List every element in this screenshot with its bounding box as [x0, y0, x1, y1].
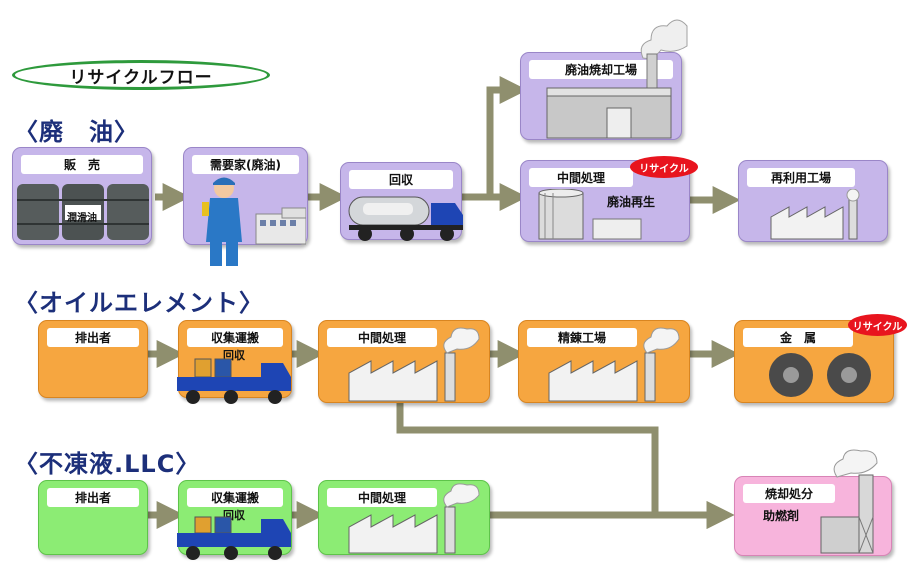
intermediate-treatment-label: 中間処理 — [529, 168, 633, 187]
tanker-truck-icon — [348, 196, 463, 241]
oe-transport-label: 収集運搬 — [187, 328, 283, 347]
sales-box: 販 売 潤滑油 — [12, 147, 152, 245]
recycle-badge: リサイクル — [630, 156, 698, 178]
incinerator-icon — [820, 449, 878, 554]
oe-cargo-truck-icon — [177, 358, 291, 404]
arrow-collection-incineration — [462, 76, 528, 201]
reuse-plant-box: 再利用工場 — [738, 160, 888, 242]
section-oil-element: 〈オイルエレメント〉 — [14, 289, 264, 317]
metal-label: 金 属 — [743, 328, 853, 347]
oe-discharger-box: 排出者 — [38, 320, 148, 398]
customer-label: 需要家(廃油) — [192, 155, 299, 174]
oe-discharger-label: 排出者 — [47, 328, 139, 347]
incineration-sub: 助燃剤 — [763, 509, 800, 523]
oil-drums-icon — [17, 184, 149, 240]
oe-transport-box: 収集運搬 回収 — [177, 320, 292, 404]
factory-icon — [770, 189, 860, 240]
refinery-label: 精錬工場 — [527, 328, 637, 347]
section-waste-oil: 〈廃 油〉 — [14, 118, 139, 146]
collection-label: 回収 — [349, 170, 453, 189]
worker-icon — [202, 177, 306, 266]
af-transport-box: 収集運搬 回収 — [177, 480, 292, 560]
regeneration-label: 廃油再生 — [607, 195, 656, 209]
incineration-box: 焼却処分 助燃剤 — [734, 449, 892, 556]
sales-label: 販 売 — [21, 155, 143, 174]
oe-intermediate-label: 中間処理 — [327, 328, 437, 347]
incineration-plant-label: 廃油焼却工場 — [529, 60, 673, 79]
af-intermediate-label: 中間処理 — [327, 488, 437, 507]
refinery-factory-icon — [548, 327, 680, 402]
af-discharger-box: 排出者 — [38, 480, 148, 555]
recycle-flow-title: リサイクルフロー — [12, 60, 270, 90]
collection-box: 回収 — [340, 162, 463, 241]
af-factory-icon — [348, 483, 480, 554]
storage-tank-icon — [538, 189, 642, 240]
af-cargo-truck-icon — [177, 516, 291, 560]
oe-intermediate-box: 中間処理 — [318, 320, 490, 403]
gears-icon — [769, 353, 871, 397]
af-discharger-label: 排出者 — [47, 488, 139, 507]
oe-recycle-badge: リサイクル — [848, 314, 907, 336]
af-transport-label: 収集運搬 — [187, 488, 283, 507]
incineration-plant-icon — [546, 19, 688, 139]
refinery-box: 精錬工場 — [518, 320, 690, 403]
drum-label: 潤滑油 — [67, 213, 97, 224]
incineration-plant-box: 廃油焼却工場 — [520, 19, 688, 140]
section-antifreeze: 〈不凍液.LLC〉 — [14, 450, 201, 478]
incineration-label: 焼却処分 — [743, 484, 835, 503]
oe-factory-icon — [348, 327, 480, 402]
customer-box: 需要家(廃油) — [183, 147, 308, 266]
af-intermediate-box: 中間処理 — [318, 480, 490, 555]
reuse-plant-label: 再利用工場 — [747, 168, 855, 187]
